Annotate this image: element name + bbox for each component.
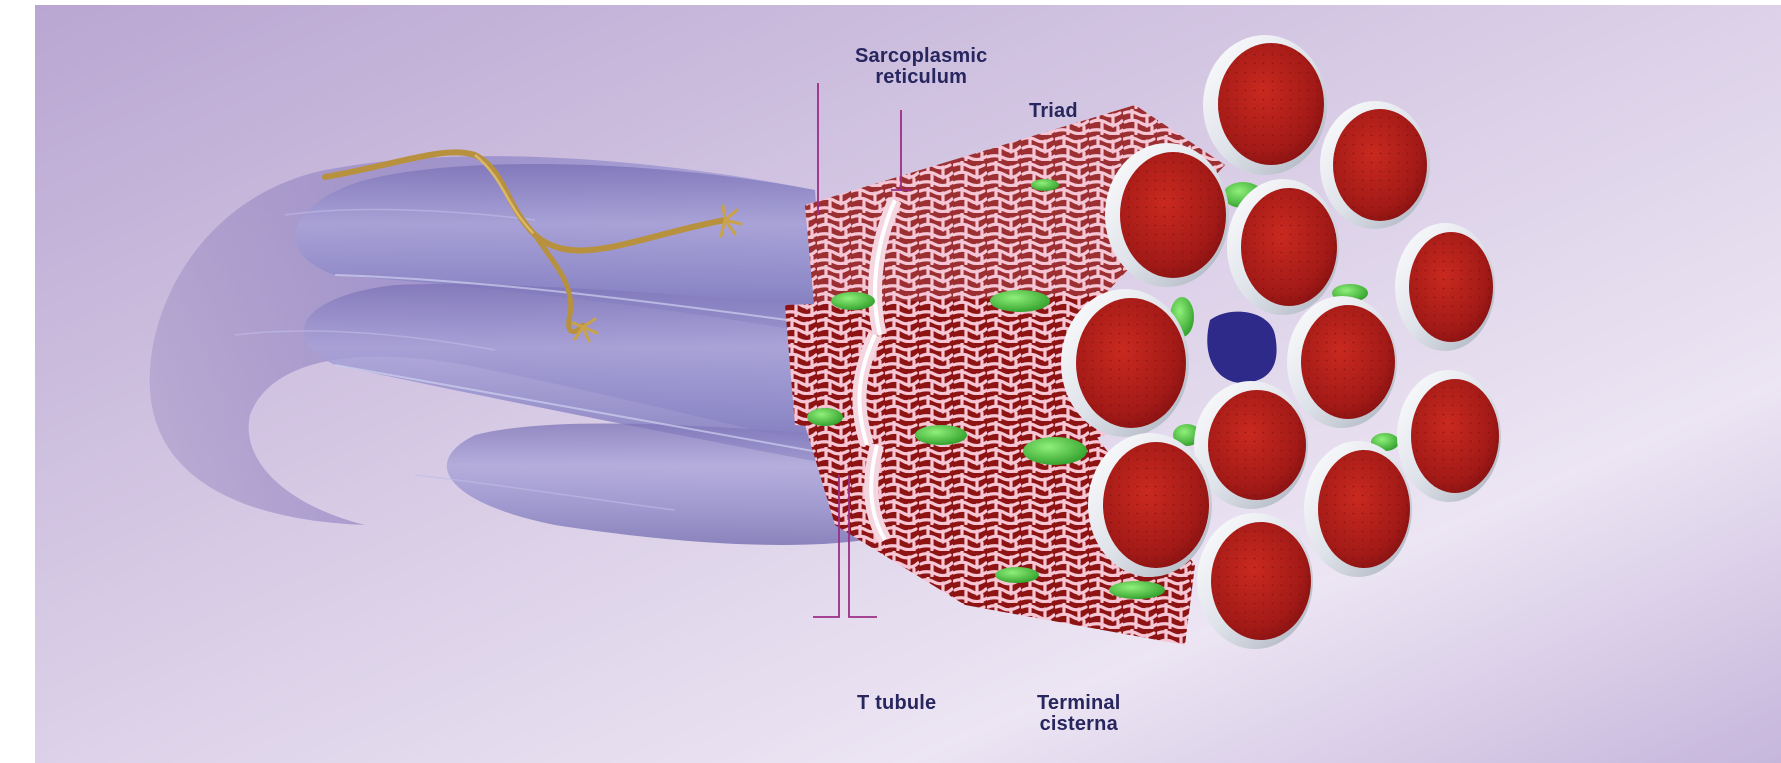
label-sarcoplasmic-reticulum: Sarcoplasmic reticulum xyxy=(855,46,987,88)
myofibril-icon xyxy=(1197,513,1313,649)
myofibril-icon xyxy=(1227,179,1339,315)
myofibril-icon xyxy=(1395,223,1495,351)
myofibril-icon xyxy=(1287,296,1397,428)
label-t-tubule: T tubule xyxy=(857,693,936,714)
myofibril-icon xyxy=(1105,143,1229,287)
sarcolemma-sheath xyxy=(150,156,865,545)
label-terminal-line-1: Terminal xyxy=(1037,693,1120,714)
muscle-fiber-illustration: Sarcoplasmic reticulum Triad T tubule Te… xyxy=(35,5,1781,763)
label-triad: Triad xyxy=(1029,101,1078,122)
muscle-fiber-scene xyxy=(35,5,1781,763)
label-t-tubule-text: T tubule xyxy=(857,693,936,714)
label-cisterna-line-2: cisterna xyxy=(1037,714,1120,735)
label-reticulum-line-2: reticulum xyxy=(855,67,987,88)
myofibril-icon xyxy=(1088,433,1212,577)
myofibril-icon xyxy=(1194,381,1308,509)
myofibril-icon xyxy=(1203,35,1327,175)
myofibril-icon xyxy=(1320,101,1430,229)
label-sarcoplasmic-line-1: Sarcoplasmic xyxy=(855,46,987,67)
label-triad-text: Triad xyxy=(1029,101,1078,122)
label-terminal-cisterna: Terminal cisterna xyxy=(1037,693,1120,735)
myofibril-icon xyxy=(1304,441,1412,577)
myofibril-icon xyxy=(1397,370,1501,502)
myofibril-icon xyxy=(1061,289,1189,437)
